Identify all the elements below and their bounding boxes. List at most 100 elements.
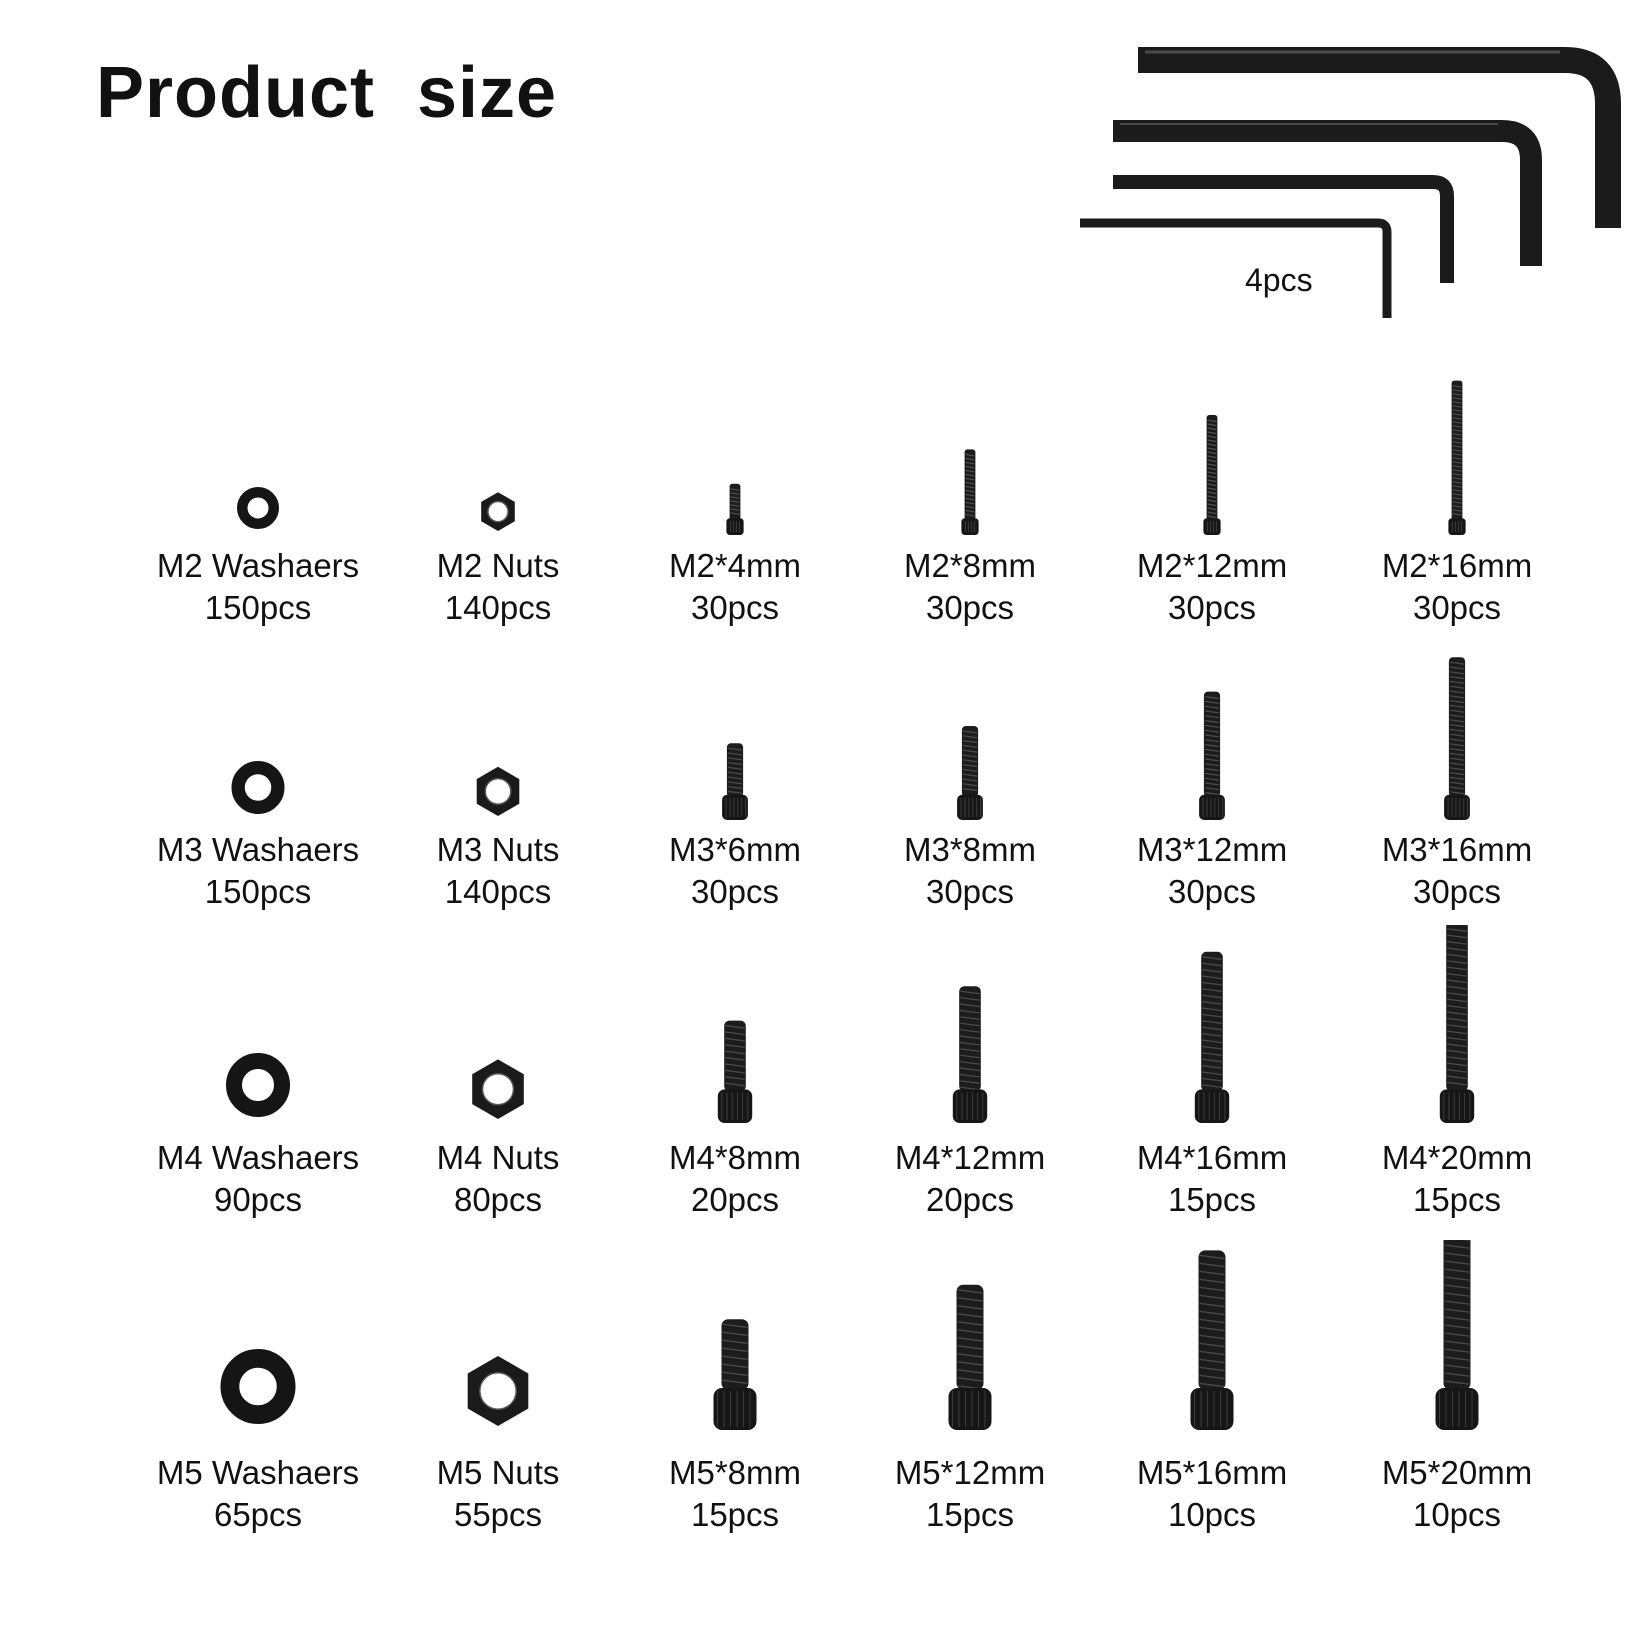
part-size-label: M5*16mm: [1136, 1454, 1288, 1491]
socket-screw-icon: [726, 483, 744, 535]
part-quantity-label: 30pcs: [1167, 589, 1257, 626]
screw-cell: M3*6mm 30pcs: [620, 625, 850, 915]
part-size-label: M2*4mm: [668, 547, 802, 584]
part-size-label: M4 Washaers: [156, 1139, 360, 1176]
part-quantity-label: 10pcs: [1167, 1496, 1257, 1533]
nut-cell: M3 Nuts 140pcs: [383, 625, 613, 915]
socket-screw-icon: [717, 1020, 753, 1123]
screw-picture: [1190, 1250, 1234, 1430]
screw-picture: [1444, 657, 1470, 820]
screw-picture: [957, 726, 983, 820]
screw-picture: [1199, 691, 1225, 820]
part-quantity-label: 140pcs: [444, 873, 552, 910]
socket-screw-icon: [957, 726, 983, 820]
nut-picture: [481, 492, 515, 531]
screw-picture: [717, 1020, 753, 1123]
hex-key-quantity: 4pcs: [1245, 262, 1313, 298]
part-size-label: M3*6mm: [668, 831, 802, 868]
socket-screw-icon: [952, 986, 988, 1123]
screw-cell: M3*8mm 30pcs: [855, 625, 1085, 915]
washer-icon: [231, 761, 285, 814]
hex-nut-icon: [476, 766, 520, 816]
part-quantity-label: 150pcs: [204, 589, 312, 626]
hex-nut-icon: [467, 1356, 529, 1426]
part-size-label: M2 Washaers: [156, 547, 360, 584]
part-size-label: M3*16mm: [1381, 831, 1533, 868]
socket-screw-icon: [1448, 380, 1466, 535]
screw-cell: M4*12mm 20pcs: [855, 925, 1085, 1218]
washer-picture: [226, 1053, 290, 1117]
part-quantity-label: 15pcs: [925, 1496, 1015, 1533]
part-size-label: M2 Nuts: [436, 547, 560, 584]
part-size-label: M4*20mm: [1381, 1139, 1533, 1176]
socket-screw-icon: [1439, 925, 1475, 1123]
screw-cell: M5*8mm 15pcs: [620, 1240, 850, 1533]
socket-screw-icon: [722, 743, 748, 820]
part-size-label: M3 Washaers: [156, 831, 360, 868]
hex-key-set-icon: [1080, 47, 1621, 318]
part-size-label: M5*20mm: [1381, 1454, 1533, 1491]
socket-screw-icon: [1435, 1240, 1479, 1430]
washer-icon: [220, 1349, 296, 1424]
screw-cell: M2*12mm 30pcs: [1097, 335, 1327, 626]
screw-picture: [713, 1319, 757, 1430]
screw-picture: [726, 483, 744, 535]
part-size-label: M5*8mm: [668, 1454, 802, 1491]
nut-cell: M4 Nuts 80pcs: [383, 925, 613, 1218]
nut-picture: [467, 1356, 529, 1426]
socket-screw-icon: [948, 1284, 992, 1430]
part-size-label: M5 Nuts: [436, 1454, 560, 1491]
socket-screw-icon: [1444, 657, 1470, 820]
screw-picture: [722, 743, 748, 820]
part-quantity-label: 15pcs: [690, 1496, 780, 1533]
part-size-label: M4 Nuts: [436, 1139, 560, 1176]
part-quantity-label: 30pcs: [1412, 589, 1502, 626]
socket-screw-icon: [1194, 951, 1230, 1123]
washer-picture: [231, 761, 285, 814]
page-title: Product size: [96, 53, 558, 133]
screw-picture: [1448, 380, 1466, 535]
socket-screw-icon: [713, 1319, 757, 1430]
part-size-label: M3*8mm: [903, 831, 1037, 868]
washer-cell: M3 Washaers 150pcs: [143, 625, 373, 915]
part-quantity-label: 10pcs: [1412, 1496, 1502, 1533]
part-size-label: M3*12mm: [1136, 831, 1288, 868]
socket-screw-icon: [1203, 415, 1221, 535]
washer-cell: M4 Washaers 90pcs: [143, 925, 373, 1218]
hex-nut-icon: [481, 492, 515, 531]
part-quantity-label: 150pcs: [204, 873, 312, 910]
part-quantity-label: 30pcs: [690, 873, 780, 910]
screw-picture: [1439, 925, 1475, 1123]
part-quantity-label: 30pcs: [925, 589, 1015, 626]
part-quantity-label: 20pcs: [925, 1181, 1015, 1218]
nut-picture: [472, 1059, 524, 1119]
part-size-label: M3 Nuts: [436, 831, 560, 868]
part-quantity-label: 30pcs: [925, 873, 1015, 910]
part-size-label: M2*8mm: [903, 547, 1037, 584]
screw-picture: [952, 986, 988, 1123]
screw-picture: [1435, 1240, 1479, 1430]
part-quantity-label: 90pcs: [213, 1181, 303, 1218]
part-size-label: M4*12mm: [894, 1139, 1046, 1176]
part-quantity-label: 55pcs: [453, 1496, 543, 1533]
part-quantity-label: 65pcs: [213, 1496, 303, 1533]
washer-picture: [237, 487, 279, 529]
washer-icon: [237, 487, 279, 529]
socket-screw-icon: [1190, 1250, 1234, 1430]
part-size-label: M4*8mm: [668, 1139, 802, 1176]
part-quantity-label: 80pcs: [453, 1181, 543, 1218]
screw-picture: [961, 449, 979, 535]
screw-picture: [1194, 951, 1230, 1123]
part-size-label: M2*12mm: [1136, 547, 1288, 584]
part-size-label: M4*16mm: [1136, 1139, 1288, 1176]
part-quantity-label: 140pcs: [444, 589, 552, 626]
hex-nut-icon: [472, 1059, 524, 1119]
socket-screw-icon: [961, 449, 979, 535]
screw-picture: [948, 1284, 992, 1430]
